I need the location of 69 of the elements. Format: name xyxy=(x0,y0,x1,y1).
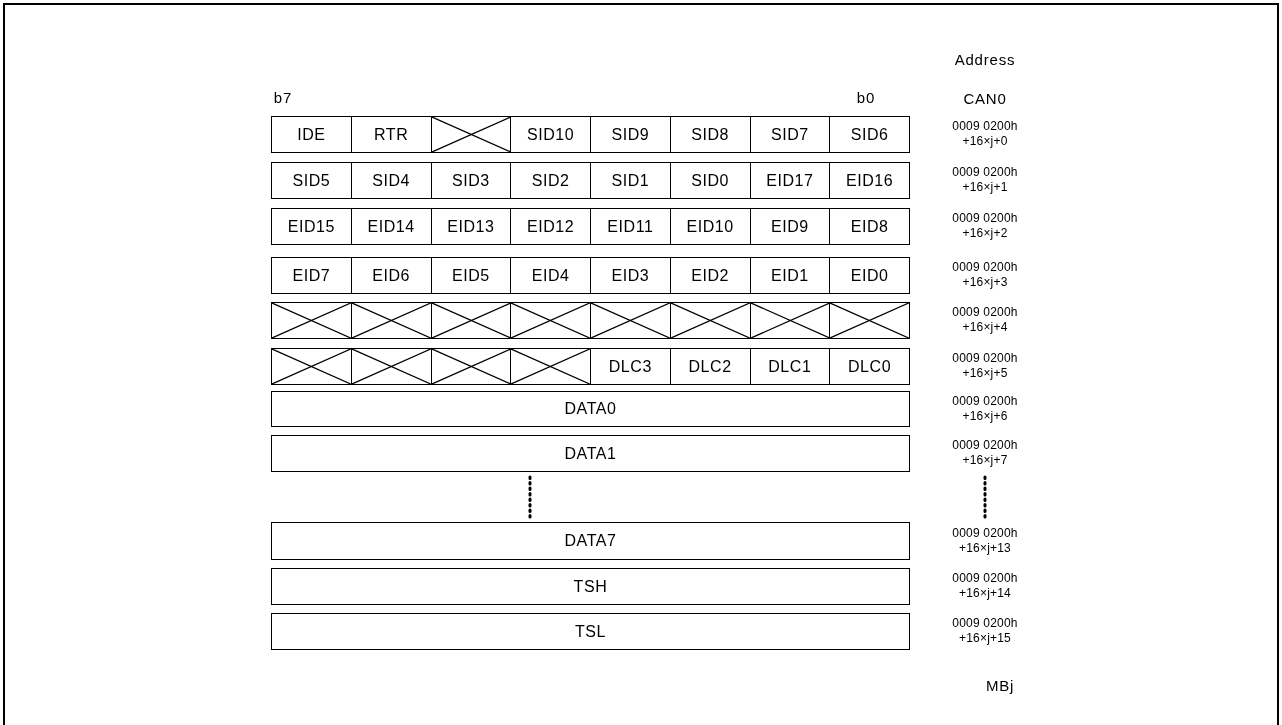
address-text: 0009 0200h +16×j+0 xyxy=(951,119,1019,149)
bit-field-cell: SID9 xyxy=(590,116,671,153)
bit-field-cell: RTR xyxy=(350,116,432,153)
reserved-bit-cell xyxy=(350,302,432,339)
bit-field-cell: SID1 xyxy=(590,162,671,199)
address-text: 0009 0200h +16×j+14 xyxy=(951,571,1019,601)
bit-field-cell: SID3 xyxy=(430,162,512,199)
bit-field-cell: EID15 xyxy=(271,208,352,245)
reserved-bit-cell xyxy=(669,302,751,339)
reserved-bit-cell xyxy=(829,302,910,339)
bit-field-cell: EID7 xyxy=(271,257,352,294)
bit-field-cell: EID11 xyxy=(590,208,671,245)
reserved-bit-cell xyxy=(510,302,591,339)
bit-field-cell: EID6 xyxy=(350,257,432,294)
bit-field-cell: EID5 xyxy=(430,257,512,294)
register-byte-box: TSH xyxy=(271,568,910,605)
register-byte-box: DATA1 xyxy=(271,435,910,472)
bit-field-cell: SID4 xyxy=(350,162,432,199)
address-text: 0009 0200h +16×j+3 xyxy=(951,260,1019,290)
address-text: 0009 0200h +16×j+13 xyxy=(951,526,1019,556)
bit-field-cell: DLC1 xyxy=(749,348,831,385)
reserved-bit-cell xyxy=(350,348,432,385)
bit-field-cell: EID14 xyxy=(350,208,432,245)
reserved-bit-cell xyxy=(749,302,831,339)
reserved-bit-cell xyxy=(430,302,512,339)
bit-field-cell: SID5 xyxy=(271,162,352,199)
address-text: 0009 0200h +16×j+5 xyxy=(951,351,1019,381)
bit-field-cell: SID0 xyxy=(669,162,751,199)
bit-field-cell: EID9 xyxy=(749,208,831,245)
reserved-bit-cell xyxy=(271,348,352,385)
column-heading: Address xyxy=(953,51,1017,69)
bit-field-cell: SID8 xyxy=(669,116,751,153)
bit-field-cell: DLC2 xyxy=(669,348,751,385)
bit-field-cell: SID6 xyxy=(829,116,910,153)
bit-field-cell: DLC3 xyxy=(590,348,671,385)
register-byte-box: DATA0 xyxy=(271,391,910,427)
bit-field-cell: EID10 xyxy=(669,208,751,245)
address-text: 0009 0200h +16×j+6 xyxy=(951,394,1019,424)
address-text: 0009 0200h +16×j+4 xyxy=(951,305,1019,335)
bit-field-cell: EID2 xyxy=(669,257,751,294)
bit-field-cell: DLC0 xyxy=(829,348,910,385)
bit-field-cell: EID12 xyxy=(510,208,591,245)
bit-number: b0 xyxy=(855,89,877,107)
address-text: 0009 0200h +16×j+1 xyxy=(951,165,1019,195)
reserved-bit-cell xyxy=(430,116,512,153)
bit-number: b7 xyxy=(272,89,294,107)
bit-field-cell: IDE xyxy=(271,116,352,153)
bit-field-cell: EID0 xyxy=(829,257,910,294)
channel-name: CAN0 xyxy=(962,90,1008,108)
bit-field-cell: EID4 xyxy=(510,257,591,294)
bit-field-cell: EID13 xyxy=(430,208,512,245)
bit-field-cell: SID10 xyxy=(510,116,591,153)
register-byte-box: TSL xyxy=(271,613,910,650)
bit-field-cell: EID3 xyxy=(590,257,671,294)
buffer-name: MBj xyxy=(984,677,1016,695)
register-byte-box: DATA7 xyxy=(271,522,910,560)
bit-field-cell: SID7 xyxy=(749,116,831,153)
address-text: 0009 0200h +16×j+7 xyxy=(951,438,1019,468)
reserved-bit-cell xyxy=(430,348,512,385)
bit-field-cell: EID8 xyxy=(829,208,910,245)
address-text: 0009 0200h +16×j+15 xyxy=(951,616,1019,646)
address-text: 0009 0200h +16×j+2 xyxy=(951,211,1019,241)
reserved-bit-cell xyxy=(590,302,671,339)
bit-field-cell: SID2 xyxy=(510,162,591,199)
bit-field-cell: EID1 xyxy=(749,257,831,294)
bit-field-cell: EID16 xyxy=(829,162,910,199)
bit-field-cell: EID17 xyxy=(749,162,831,199)
reserved-bit-cell xyxy=(510,348,591,385)
reserved-bit-cell xyxy=(271,302,352,339)
